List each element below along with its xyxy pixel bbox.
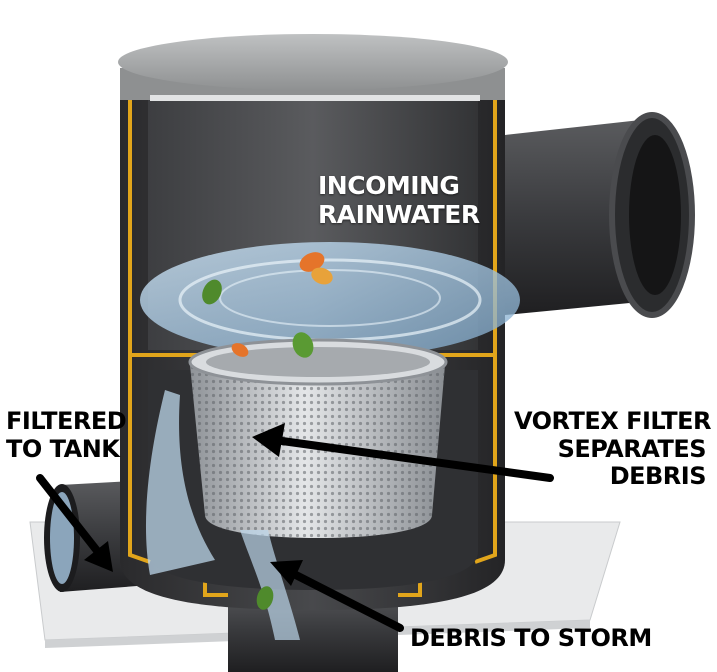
gasket-right bbox=[474, 92, 497, 564]
lid-top bbox=[118, 34, 508, 90]
gasket-left bbox=[128, 92, 151, 564]
label-incoming-line-2: RAINWATER bbox=[318, 199, 480, 229]
label-debris-line-1: DEBRIS TO STORM bbox=[410, 624, 652, 652]
label-vortex-line-3: DEBRIS bbox=[609, 462, 707, 491]
arrow-vortex bbox=[252, 423, 554, 482]
label-vortex-line-2: SEPARATES bbox=[557, 434, 707, 463]
label-vortex-line-1: VORTEX FILTER bbox=[514, 407, 711, 435]
label-filtered-to-tank: FILTERED TO TANK bbox=[6, 407, 127, 463]
autumn-leaf-icon bbox=[231, 252, 333, 357]
label-incoming-rainwater: INCOMING RAINWATER bbox=[318, 171, 480, 230]
label-filtered-line-2: TO TANK bbox=[6, 434, 120, 463]
water-flow bbox=[145, 390, 215, 575]
leaf-icon bbox=[202, 279, 314, 610]
label-incoming-line-1: INCOMING bbox=[318, 171, 460, 200]
label-debris-to-storm: DEBRIS TO STORM bbox=[410, 624, 652, 653]
label-vortex-filter: VORTEX FILTER SEPARATES DEBRIS bbox=[514, 407, 711, 491]
arrow-filtered bbox=[36, 474, 113, 572]
arrow-debris bbox=[270, 560, 404, 632]
water-swirl bbox=[140, 242, 520, 358]
label-filtered-line-1: FILTERED bbox=[6, 407, 127, 435]
